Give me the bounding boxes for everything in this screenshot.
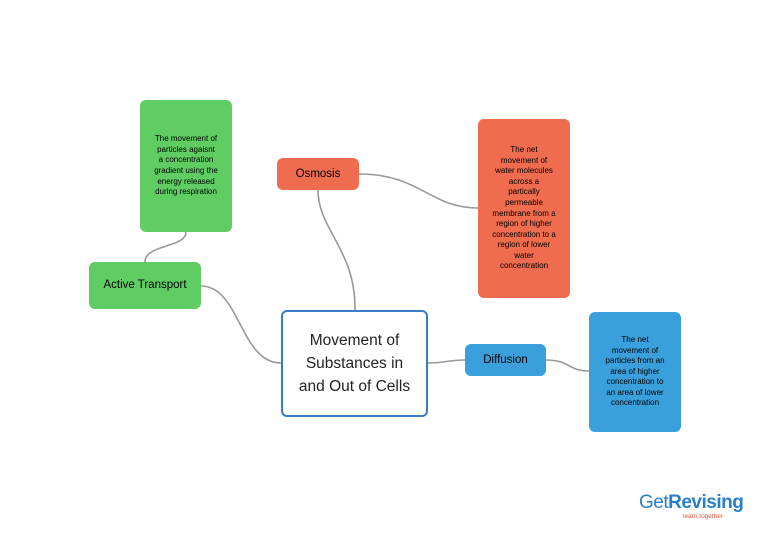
logo-tagline: learn together [683, 513, 724, 520]
logo-get-text: Get [639, 492, 669, 513]
connector-active-transport-description [144, 231, 187, 263]
connector-center-diffusion [427, 359, 466, 364]
diffusion-description-text: The net movement of particles from an ar… [605, 334, 665, 408]
topic-osmosis[interactable]: Osmosis [277, 158, 359, 190]
central-topic[interactable]: Movement of Substances in and Out of Cel… [281, 310, 428, 417]
connector-center-active-transport [200, 285, 282, 364]
topic-diffusion-label: Diffusion [483, 353, 528, 366]
topic-diffusion[interactable]: Diffusion [465, 344, 546, 376]
subtopic-diffusion-description[interactable]: The net movement of particles from an ar… [589, 312, 681, 432]
getrevising-logo: GetRevising learn together [639, 493, 749, 521]
subtopic-active-transport-description[interactable]: The movement of particles agaisnt a conc… [140, 100, 232, 232]
subtopic-osmosis-description[interactable]: The net movement of water molecules acro… [478, 119, 570, 298]
central-topic-label: Movement of Substances in and Out of Cel… [298, 332, 411, 395]
connector-diffusion-description [545, 359, 590, 372]
topic-active-transport[interactable]: Active Transport [89, 262, 201, 309]
topic-active-transport-label: Active Transport [103, 279, 187, 291]
connector-osmosis-description [358, 173, 479, 209]
logo-wordmark: GetRevising [639, 493, 749, 513]
active-transport-description-text: The movement of particles agaisnt a conc… [154, 134, 218, 197]
connector-center-osmosis [317, 189, 356, 311]
osmosis-description-text: The net movement of water molecules acro… [492, 144, 556, 271]
topic-osmosis-label: Osmosis [295, 167, 341, 180]
logo-revising-text: Revising [668, 492, 744, 513]
